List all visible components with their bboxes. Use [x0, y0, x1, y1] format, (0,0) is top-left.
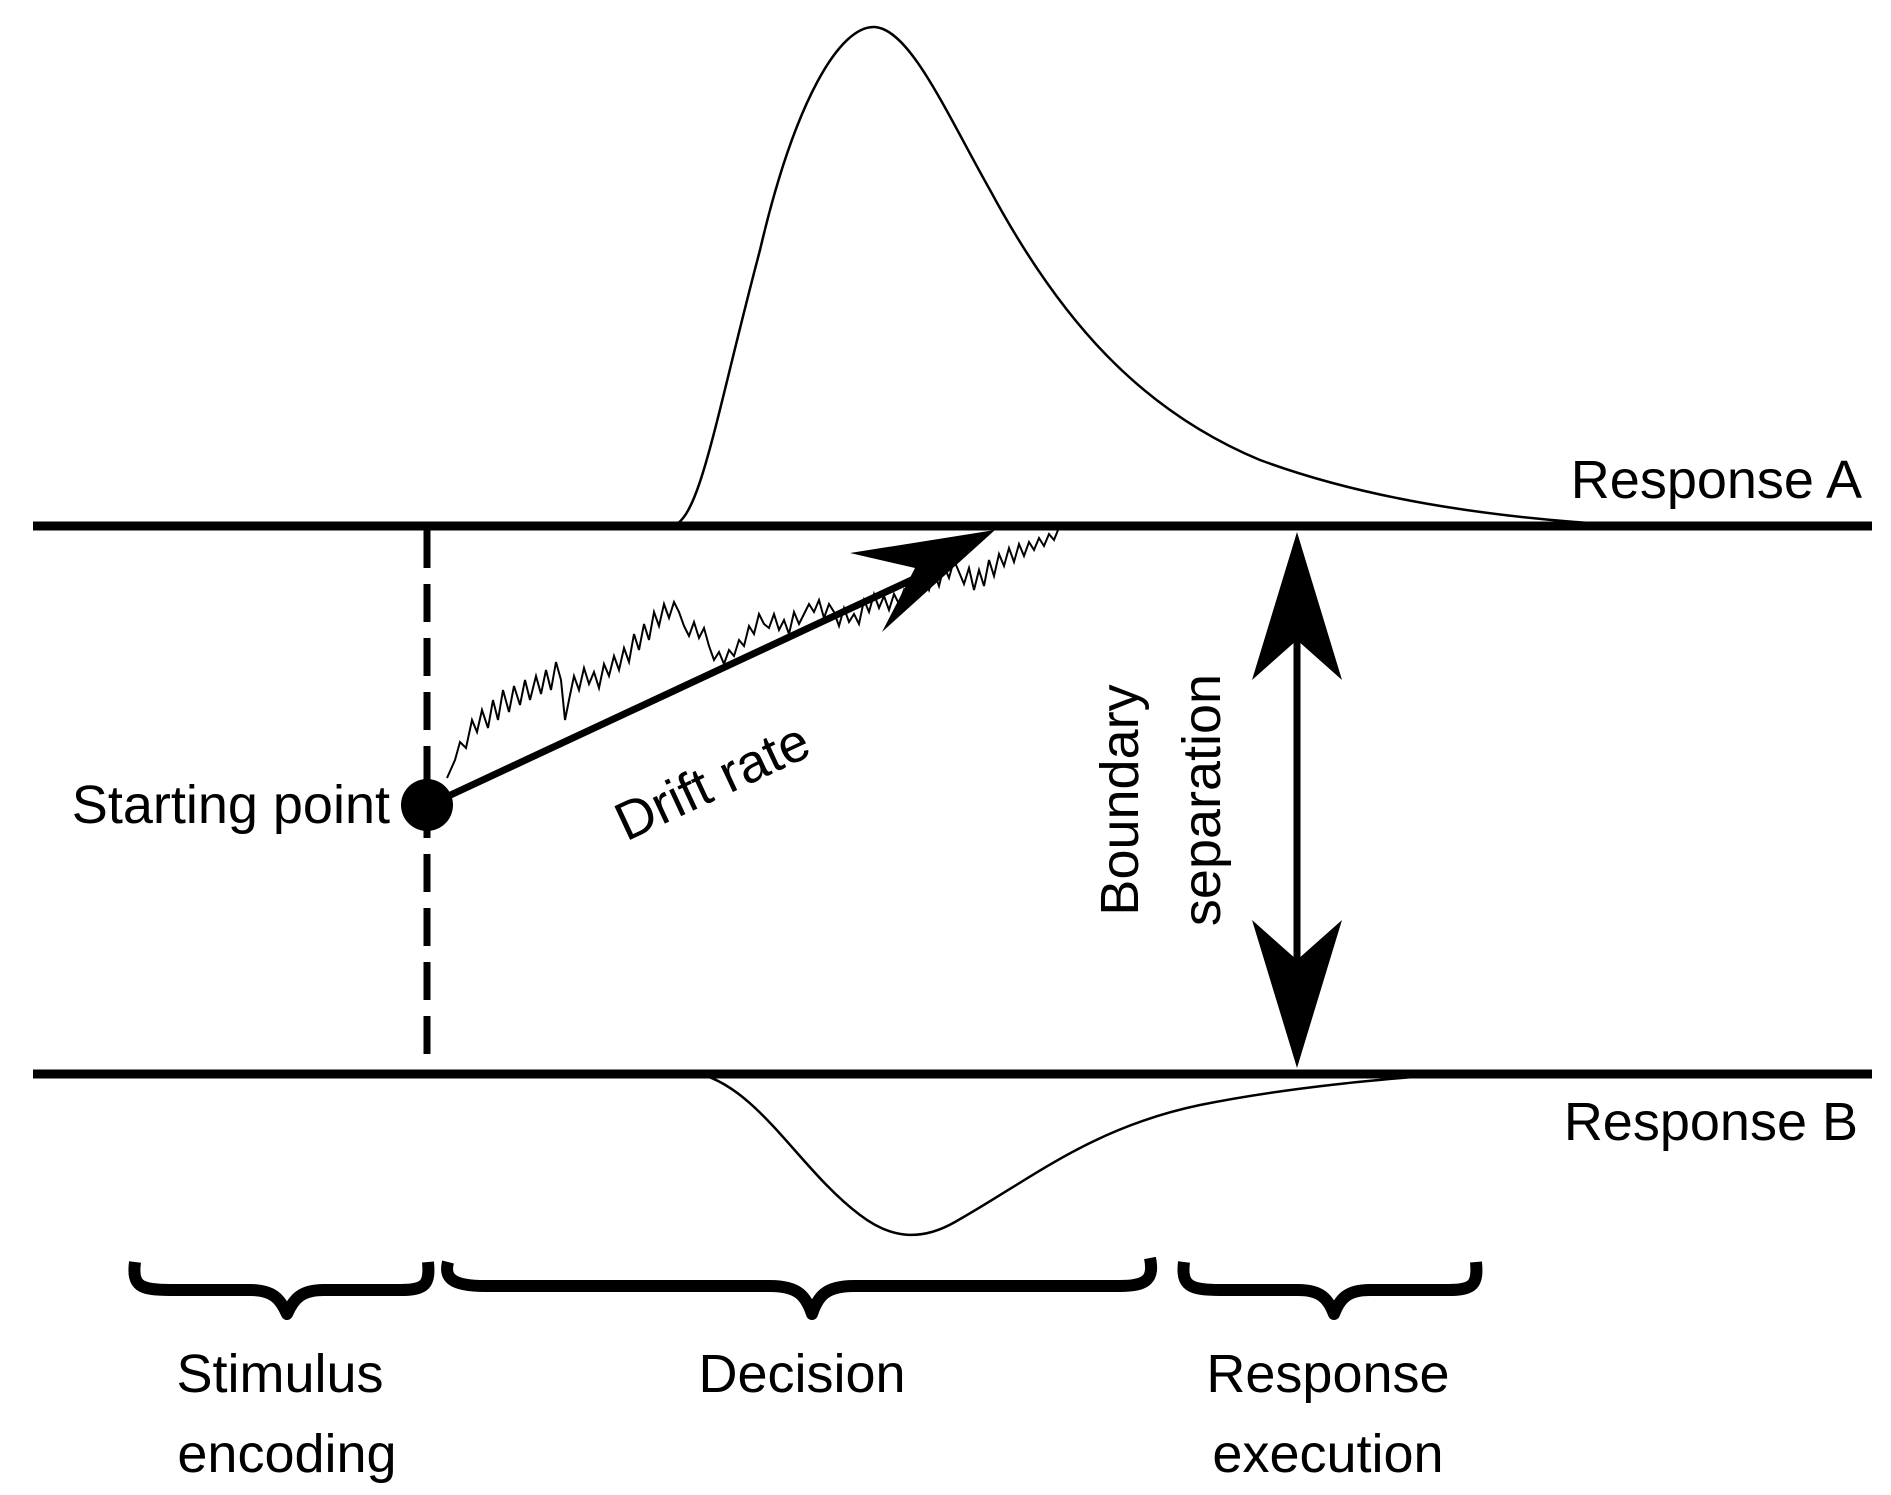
stimulus-encoding-brace: [128, 1261, 435, 1320]
boundary-separation-label-line1: Boundary: [1090, 684, 1150, 915]
drift-rate-arrow-shaft: [425, 572, 922, 810]
boundary-separation-label-line2: separation: [1172, 674, 1232, 926]
starting-point-label: Starting point: [72, 775, 390, 835]
stimulus-encoding-label-line1: Stimulus: [176, 1344, 383, 1404]
response-b-distribution-curve: [699, 1072, 1451, 1237]
boundary-separation-arrow-head-up: [1252, 532, 1342, 680]
decision-label: Decision: [698, 1344, 905, 1404]
response-a-distribution-curve: [671, 25, 1621, 528]
response-execution-label-line1: Response: [1206, 1344, 1449, 1404]
response-b-label: Response B: [1564, 1092, 1858, 1152]
drift-rate-arrow-head: [850, 530, 995, 632]
response-execution-label-line2: execution: [1212, 1424, 1443, 1484]
decision-brace: [441, 1256, 1158, 1320]
diffusion-sample-path: [446, 529, 1059, 779]
drift-rate-label: Drift rate: [606, 711, 819, 853]
response-a-label: Response A: [1571, 450, 1862, 510]
boundary-separation-arrow-head-down: [1252, 920, 1342, 1068]
stimulus-encoding-label-line2: encoding: [177, 1424, 396, 1484]
response-execution-brace: [1177, 1261, 1483, 1320]
starting-point-dot: [401, 779, 453, 831]
